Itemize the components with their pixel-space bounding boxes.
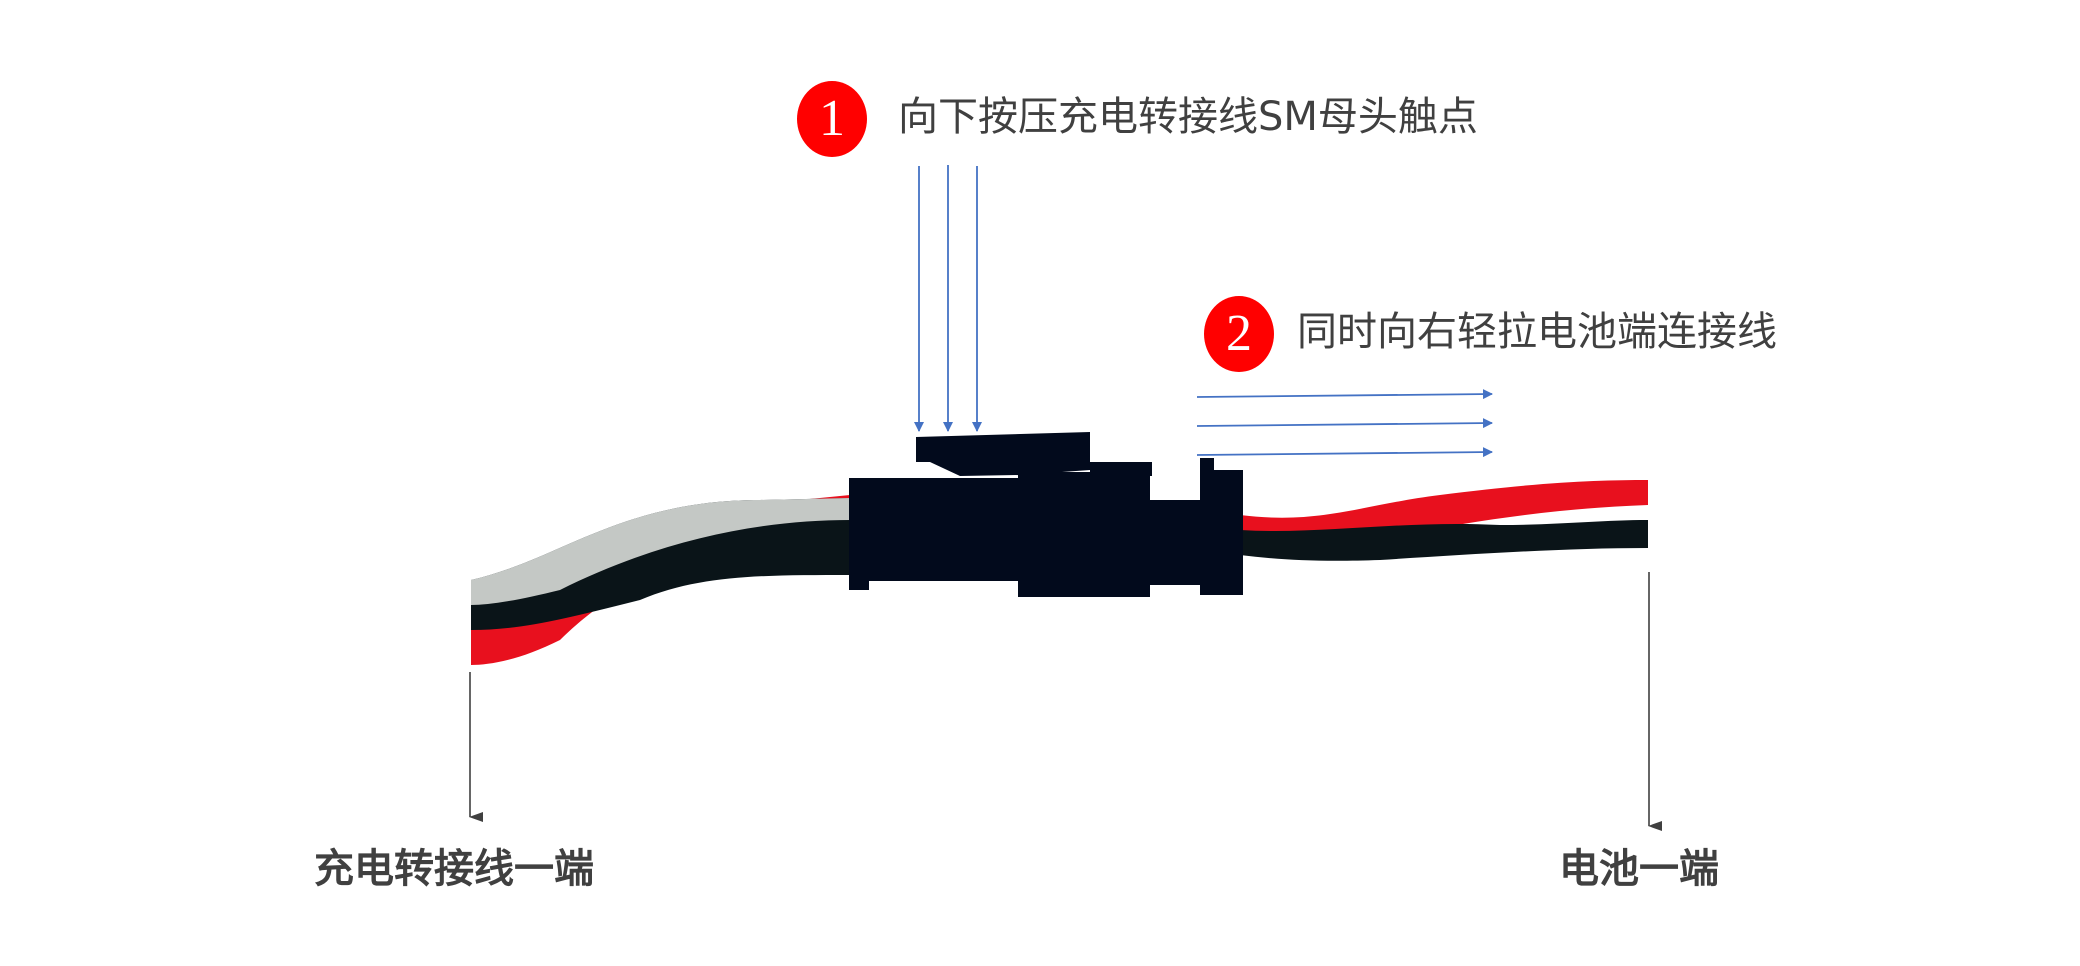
step-2-text: 同时向右轻拉电池端连接线	[1297, 309, 1777, 355]
step-2-badge: 2	[1204, 296, 1274, 372]
battery-end-label: 电池一端	[1559, 846, 1719, 892]
press-down-arrows	[914, 165, 982, 432]
step-1-text: 向下按压充电转接线SM母头触点	[898, 94, 1478, 140]
charging-adapter-end-label: 充电转接线一端	[314, 846, 594, 892]
right-cable	[1240, 480, 1648, 561]
right-arrow	[1196, 447, 1493, 458]
sm-connector	[849, 432, 1243, 597]
right-arrow	[1196, 389, 1493, 400]
right-arrow	[1196, 418, 1493, 429]
pull-right-arrows	[1196, 389, 1493, 458]
left-cable	[471, 495, 850, 665]
step-1-badge: 1	[797, 81, 867, 157]
